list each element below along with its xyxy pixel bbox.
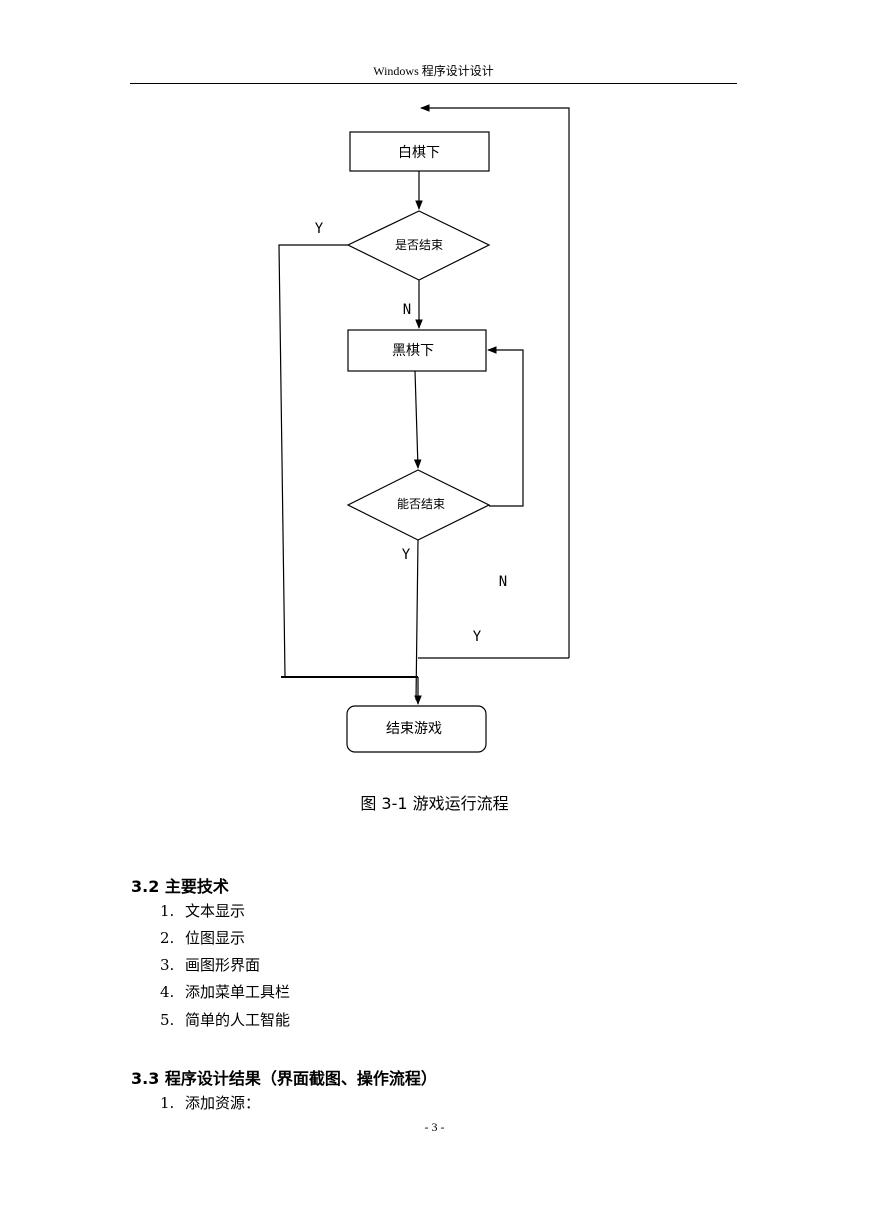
header-rule [130, 83, 737, 84]
list-item: 5. 简单的人工智能 [160, 1009, 290, 1030]
can-end-no-label: N [499, 574, 507, 590]
list-item: 3. 画图形界面 [160, 954, 260, 975]
can-end-yes-label: Y [402, 547, 411, 563]
black-move-box [347, 329, 487, 372]
end-game-label: 结束游戏 [386, 721, 442, 737]
list-item: 1. 添加资源： [160, 1092, 260, 1113]
list-number: 4. [160, 983, 175, 1001]
section-3-3-title: 3.3 程序设计结果（界面截图、操作流程） [131, 1069, 437, 1088]
white-move-label: 白棋下 [398, 145, 440, 161]
list-text: 添加菜单工具栏 [185, 983, 291, 1001]
list-number: 2. [160, 929, 175, 947]
list-item: 1. 文本显示 [160, 900, 245, 921]
list-text: 画图形界面 [185, 956, 261, 974]
loop-back-line [420, 104, 570, 658]
list-number: 5. [160, 1011, 175, 1029]
section-3-2-title: 3.2 主要技术 [131, 877, 229, 896]
running-header: Windows 程序设计设计 [373, 64, 494, 78]
list-item: 2. 位图显示 [160, 927, 245, 948]
game-flowchart: 白棋下 是否结束 Y N 黑棋下 能否结束 Y N Y 结束游戏 [278, 104, 570, 753]
list-number: 1. [160, 1094, 175, 1112]
list-number: 1. [160, 902, 175, 920]
page-number: - 3 - [424, 1120, 445, 1134]
list-text: 添加资源： [185, 1094, 261, 1112]
white-move-box [349, 131, 490, 172]
black-move-label: 黑棋下 [392, 343, 434, 359]
is-end-label: 是否结束 [395, 238, 443, 252]
list-number: 3. [160, 956, 175, 974]
edge-can-end-no [487, 346, 524, 507]
list-text: 位图显示 [185, 929, 246, 947]
list-item: 4. 添加菜单工具栏 [160, 981, 290, 1002]
end-game-box [346, 705, 487, 753]
can-end-label: 能否结束 [397, 497, 445, 511]
edge-can-end-yes [415, 539, 419, 701]
figure-caption: 图 3-1 游戏运行流程 [360, 794, 509, 813]
list-text: 文本显示 [185, 902, 246, 920]
return-yes-label: Y [473, 629, 482, 645]
edge-black-to-check [413, 370, 422, 469]
is-end-no-label: N [403, 302, 411, 318]
is-end-yes-label: Y [315, 221, 324, 237]
edge-is-end-yes [278, 244, 348, 677]
list-text: 简单的人工智能 [185, 1011, 291, 1029]
